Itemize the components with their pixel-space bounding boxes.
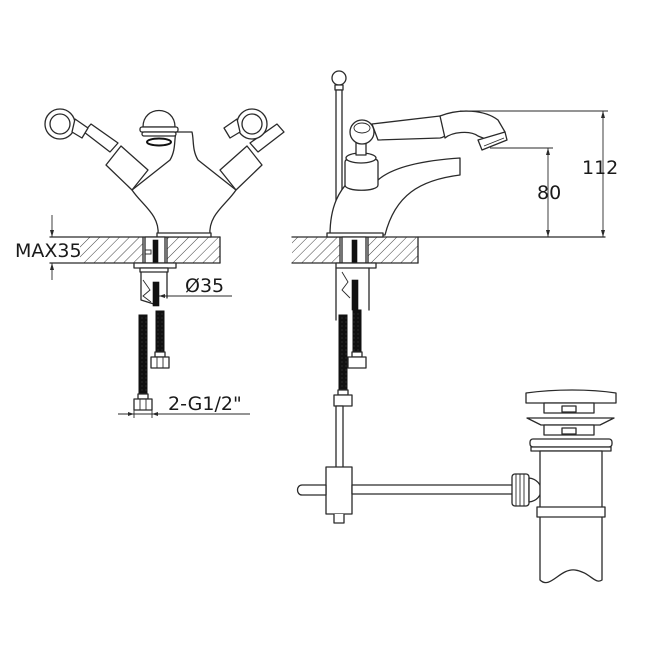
shank-side: [333, 236, 377, 407]
max35-label: MAX35: [15, 240, 82, 262]
dimension-max35: MAX35: [15, 215, 82, 280]
shank-front: [133, 236, 177, 307]
dimension-spout-height: 80: [490, 147, 561, 237]
spout-height-label: 80: [537, 182, 561, 204]
countertop-section-side: [291, 236, 606, 264]
hose-short-front: [150, 310, 170, 369]
diameter-label: Ø35: [185, 275, 224, 297]
side-view: 80 112: [291, 70, 618, 407]
connection-label: 2-G1/2": [168, 393, 242, 415]
front-view: MAX35 Ø35 2-G1/2": [15, 108, 285, 418]
tap-body-side: [326, 110, 508, 238]
dimension-diameter: Ø35: [159, 275, 232, 298]
overall-height-label: 112: [582, 157, 618, 179]
countertop-section-front: [49, 236, 221, 264]
tap-body-front: [44, 108, 285, 238]
dimension-connection: 2-G1/2": [118, 393, 250, 418]
dimension-overall-height: 112: [460, 110, 618, 237]
hose-long-front: [133, 314, 153, 411]
pop-up-waste: [296, 389, 617, 584]
